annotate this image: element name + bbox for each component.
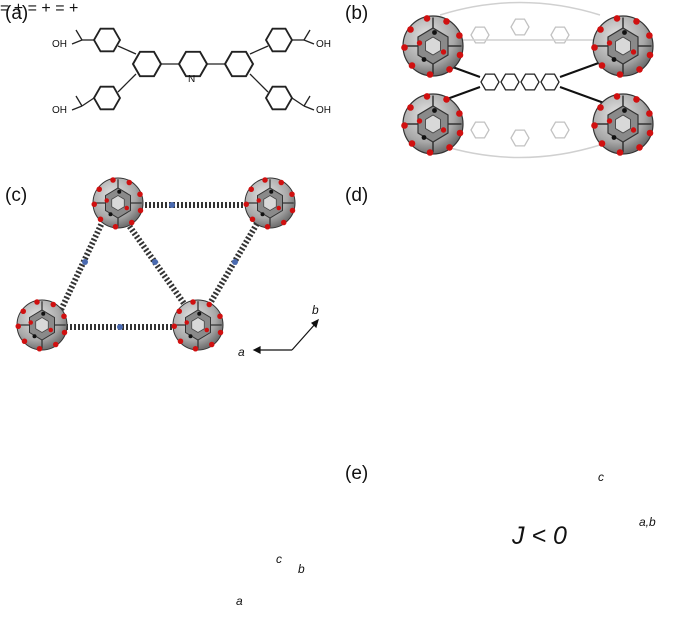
panel-c-label: (c) — [5, 185, 28, 206]
panel-a-label: (a) — [5, 3, 29, 24]
zr-cluster-c4 — [172, 299, 224, 351]
panel-d-decomposition: = + = + = + — [0, 0, 78, 17]
plus-sign-2: + — [41, 0, 51, 17]
equals-sign-1: = — [0, 0, 10, 17]
axis-c-label-e: c — [598, 470, 604, 484]
panel-a-atom-labels: OH OH OH OH N — [52, 39, 331, 116]
acid-label-bottom-right: OH — [316, 105, 331, 116]
zr-cluster-c2 — [244, 177, 296, 229]
acid-label-top-left: OH — [52, 39, 67, 50]
axis-b-label-layer: b — [312, 303, 319, 317]
axis-c-label-3d: c — [276, 552, 282, 566]
zr-cluster-b3 — [401, 93, 463, 156]
axis-ab-label-e: a,b — [639, 515, 656, 529]
cluster-half-b: = + = + = + — [0, 0, 78, 17]
pyridine-n-label: N — [188, 74, 195, 85]
zr-cluster-b2 — [591, 15, 653, 78]
axis-b-label-3d: b — [298, 562, 305, 576]
zr-cluster-c1 — [92, 177, 144, 229]
panel-e-label: (e) — [345, 463, 369, 484]
plus-sign-3: + — [68, 0, 79, 17]
equals-sign-2: = — [27, 0, 37, 17]
panel-d-label: (d) — [345, 185, 369, 206]
exchange-j-label: J < 0 — [512, 522, 567, 550]
panel-a-structure — [71, 29, 315, 110]
equals-sign-3: = — [55, 0, 65, 17]
axis-a-label-3d: a — [236, 594, 243, 608]
panel-b-framework — [401, 3, 653, 158]
panel-c-layer-net — [16, 177, 319, 353]
panel-b-label: (b) — [345, 3, 369, 24]
zr-cluster-c3 — [16, 299, 68, 351]
axis-a-label-layer: a — [238, 345, 245, 359]
plus-sign-1: + — [13, 0, 24, 17]
cluster-full: = + = + = + — [0, 0, 78, 17]
acid-label-bottom-left: OH — [52, 105, 67, 116]
acid-label-top-right: OH — [316, 39, 331, 50]
